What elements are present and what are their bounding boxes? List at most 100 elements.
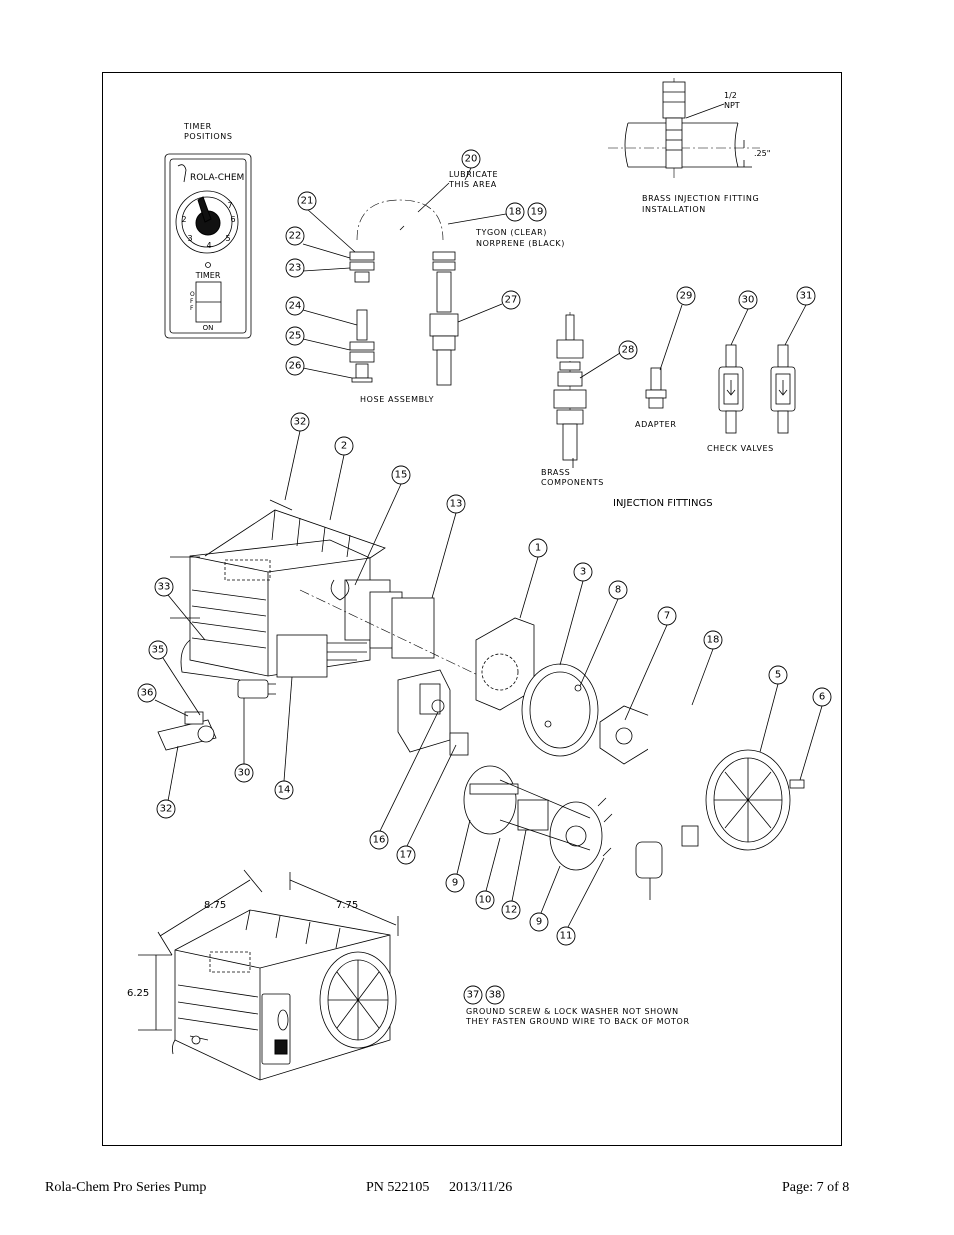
- svg-text:18: 18: [707, 635, 720, 646]
- svg-text:23: 23: [289, 263, 302, 274]
- dimension-height: 6.25: [127, 988, 150, 999]
- svg-text:18: 18: [509, 207, 522, 218]
- callout-18-top: 18: [505, 202, 525, 222]
- svg-text:9: 9: [452, 878, 458, 889]
- svg-text:15: 15: [395, 470, 408, 481]
- npt-label: 1/2: [724, 91, 737, 100]
- svg-text:22: 22: [289, 231, 302, 242]
- svg-text:3: 3: [580, 567, 586, 578]
- svg-text:38: 38: [489, 990, 502, 1001]
- injection-heading: INJECTION FITTINGS: [613, 498, 713, 509]
- callout-19: 19: [527, 202, 547, 222]
- svg-text:11: 11: [560, 931, 573, 942]
- hose-assembly-label: HOSE ASSEMBLY: [360, 395, 434, 404]
- svg-text:16: 16: [373, 835, 386, 846]
- svg-text:31: 31: [800, 291, 813, 302]
- svg-text:32: 32: [294, 417, 307, 428]
- callout-21: 21: [297, 191, 356, 253]
- timer-switch-label: TIMER: [195, 271, 221, 280]
- callout-34: 32: [156, 745, 179, 819]
- svg-text:NORPRENE (BLACK): NORPRENE (BLACK): [476, 239, 565, 248]
- callout-5: 5: [759, 665, 788, 753]
- svg-text:25: 25: [289, 331, 302, 342]
- svg-text:13: 13: [450, 499, 463, 510]
- check-valve-2: [770, 344, 796, 434]
- timer-off-label: O: [190, 291, 195, 298]
- callout-18: 18: [691, 630, 723, 706]
- tube-label: TYGON (CLEAR): [475, 228, 547, 237]
- callout-28: 28: [579, 340, 638, 379]
- callout-16: 16: [369, 711, 439, 850]
- callouts: 20 21 22 23 24 25 26 27 18 19 28 29 30 3…: [137, 149, 832, 1005]
- dimension-width: 7.75: [336, 900, 359, 911]
- svg-text:6: 6: [230, 215, 235, 224]
- svg-text:19: 19: [531, 207, 544, 218]
- callout-37: 37: [463, 985, 483, 1005]
- callout-32: 30: [234, 698, 254, 783]
- svg-text:32: 32: [160, 804, 173, 815]
- callout-7: 7: [624, 606, 677, 721]
- callout-9-right: 9: [529, 865, 561, 932]
- fitting-dim-label: .25": [754, 149, 770, 158]
- timer-brand: ROLA-CHEM: [190, 173, 244, 183]
- footer-part-number: PN 522105: [366, 1180, 430, 1195]
- timer-panel: ROLA-CHEM 2 3 4 5 6 7 TIMER O F F ON: [164, 153, 252, 339]
- svg-text:33: 33: [158, 582, 171, 593]
- callout-2: 2: [329, 436, 354, 521]
- fitting-install: 1/2 NPT .25" BRASS INJECTION FITTING INS…: [608, 78, 770, 214]
- svg-text:4: 4: [206, 241, 211, 250]
- adapter: ADAPTER: [635, 367, 677, 429]
- svg-text:20: 20: [465, 154, 478, 165]
- ground-note: GROUND SCREW & LOCK WASHER NOT SHOWN THE…: [466, 1007, 690, 1026]
- callout-9-left: 9: [445, 819, 471, 893]
- injection-fittings: BRASS COMPONENTS ADAPTER CHECK VALVES IN…: [541, 312, 796, 509]
- svg-text:28: 28: [622, 345, 635, 356]
- svg-text:ADAPTER: ADAPTER: [635, 420, 677, 429]
- callout-17: 17: [396, 744, 457, 865]
- check-valves-label: CHECK VALVES: [707, 444, 774, 453]
- callout-24: 24: [285, 296, 358, 326]
- svg-text:30: 30: [238, 768, 251, 779]
- hose-fittings-left: [349, 251, 375, 383]
- timer-dial-numbers: 2 3 4 5 6 7: [181, 201, 235, 250]
- callout-20: 20: [461, 149, 481, 181]
- svg-text:3: 3: [187, 234, 192, 243]
- callout-3: 32: [284, 412, 310, 501]
- svg-text:24: 24: [289, 301, 302, 312]
- callout-33: 33: [154, 577, 206, 641]
- svg-text:2: 2: [341, 441, 347, 452]
- svg-text:7: 7: [227, 201, 232, 210]
- svg-text:F: F: [190, 305, 194, 312]
- callout-26: 26: [285, 356, 353, 379]
- timer-on-label: ON: [203, 324, 214, 332]
- callout-36: 36: [137, 683, 189, 717]
- svg-text:NPT: NPT: [724, 101, 740, 110]
- callout-13: 13: [431, 494, 466, 599]
- assembled-pump: [138, 869, 399, 1081]
- svg-text:36: 36: [141, 688, 154, 699]
- svg-text:14: 14: [278, 785, 291, 796]
- svg-text:12: 12: [505, 905, 518, 916]
- callout-27: 27: [457, 290, 521, 323]
- callout-1: 1: [519, 538, 548, 619]
- callout-12: 12: [501, 829, 527, 920]
- callout-15: 14: [274, 676, 294, 800]
- svg-text:27: 27: [505, 295, 518, 306]
- hose-fittings-right: [429, 251, 459, 386]
- svg-text:THIS AREA: THIS AREA: [448, 180, 497, 189]
- callout-11: 11: [556, 857, 605, 946]
- footer-date: 2013/11/26: [449, 1180, 513, 1195]
- callout-35: 35: [148, 640, 201, 716]
- callout-38: 38: [485, 985, 505, 1005]
- svg-text:1: 1: [535, 543, 541, 554]
- svg-text:8: 8: [615, 585, 621, 596]
- svg-text:21: 21: [301, 196, 314, 207]
- timer-heading: TIMER POSITIONS: [184, 122, 233, 141]
- svg-text:7: 7: [664, 611, 670, 622]
- svg-text:17: 17: [400, 850, 413, 861]
- svg-text:30: 30: [742, 295, 755, 306]
- callout-14: 15: [354, 465, 411, 586]
- svg-text:2: 2: [181, 215, 186, 224]
- svg-text:F: F: [190, 298, 194, 305]
- drawing-border: [102, 72, 842, 1146]
